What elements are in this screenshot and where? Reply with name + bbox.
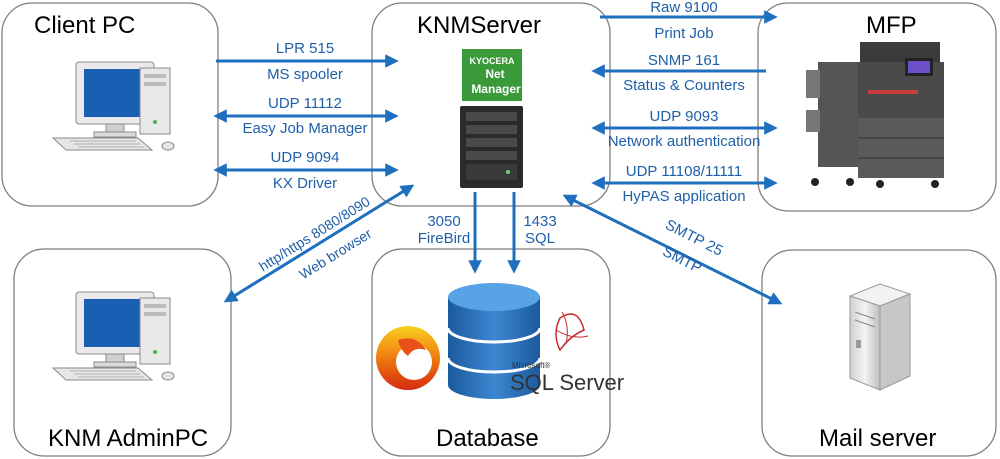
knm-logo: KYOCERA Net Manager bbox=[462, 49, 522, 101]
client-pc-box: Client PC bbox=[1, 2, 219, 207]
sql-port-label: 1433 bbox=[523, 213, 556, 230]
sql-name: SQL Server bbox=[510, 370, 624, 395]
sql-brand: Microsoft® bbox=[512, 361, 550, 370]
mail-server-title: Mail server bbox=[819, 425, 936, 452]
udp11112-desc-label: Easy Job Manager bbox=[242, 120, 367, 137]
mail-server-box: Mail server bbox=[761, 249, 997, 457]
firebird-logo-icon bbox=[376, 326, 440, 390]
udp9094-desc-label: KX Driver bbox=[273, 175, 337, 192]
raw-desc-label: Print Job bbox=[654, 25, 713, 42]
mfp-title: MFP bbox=[866, 12, 917, 39]
snmp-desc-label: Status & Counters bbox=[623, 77, 745, 94]
firebird-port-label: 3050 bbox=[427, 213, 460, 230]
logo-line3: Manager bbox=[471, 82, 521, 96]
sql-server-logo-icon: Microsoft® SQL Server bbox=[510, 311, 624, 395]
raw-port-label: Raw 9100 bbox=[650, 0, 718, 16]
database-box: Database Microsoft® SQL Server bbox=[371, 248, 624, 457]
lpr-port-label: LPR 515 bbox=[276, 40, 334, 57]
client-pc-title: Client PC bbox=[34, 12, 135, 39]
mfp-box: MFP bbox=[757, 2, 997, 212]
logo-line2: Net bbox=[485, 67, 504, 81]
lpr-desc-label: MS spooler bbox=[267, 66, 343, 83]
connection-arrows bbox=[213, 10, 783, 305]
server-tower-icon bbox=[460, 106, 523, 188]
admin-pc-box: KNM AdminPC bbox=[13, 248, 232, 457]
hypas-desc-label: HyPAS application bbox=[622, 188, 745, 205]
mfp-printer-icon bbox=[806, 42, 944, 188]
arrow-smtp bbox=[562, 194, 783, 305]
arrow-http bbox=[223, 184, 415, 303]
udp9093-desc-label: Network authentication bbox=[608, 133, 761, 150]
firebird-desc-label: FireBird bbox=[418, 230, 471, 247]
logo-line1: KYOCERA bbox=[469, 56, 515, 66]
admin-pc-title: KNM AdminPC bbox=[48, 425, 208, 452]
snmp-port-label: SNMP 161 bbox=[648, 52, 720, 69]
database-title: Database bbox=[436, 425, 539, 452]
udp9094-port-label: UDP 9094 bbox=[271, 149, 340, 166]
database-cylinder-icon bbox=[446, 283, 542, 399]
udp9093-port-label: UDP 9093 bbox=[650, 108, 719, 125]
knm-server-title: KNMServer bbox=[417, 12, 541, 39]
hypas-port-label: UDP 11108/11111 bbox=[626, 163, 742, 180]
knm-server-box: KNMServer KYOCERA Net Manager bbox=[371, 2, 611, 207]
udp11112-port-label: UDP 11112 bbox=[268, 95, 342, 112]
sql-desc-label: SQL bbox=[525, 230, 555, 247]
mail-server-icon bbox=[848, 283, 912, 391]
